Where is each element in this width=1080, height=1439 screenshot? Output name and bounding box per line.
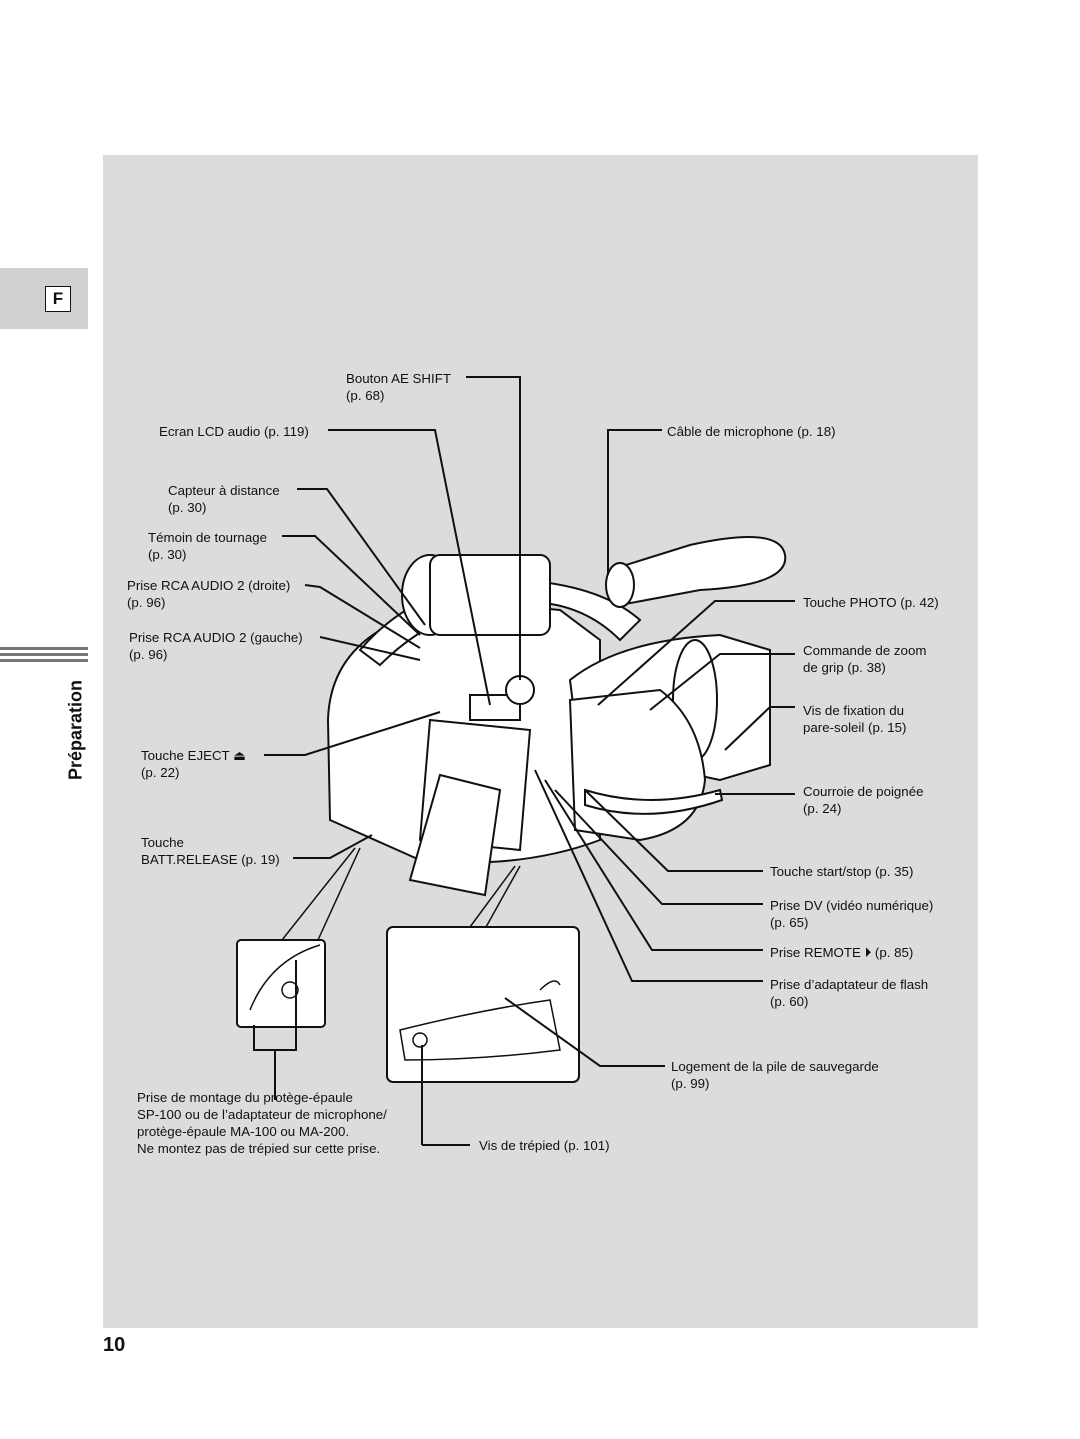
callout-rca-droite: Prise RCA AUDIO 2 (droite)(p. 96) (127, 578, 291, 610)
callout-start-stop: Touche start/stop (p. 35) (770, 864, 914, 879)
callout-ae-shift: Bouton AE SHIFT(p. 68) (346, 371, 451, 403)
callout-eject: Touche EJECT ⏏(p. 22) (141, 748, 246, 780)
callout-trepied: Vis de trépied (p. 101) (479, 1138, 610, 1153)
callout-temoin: Témoin de tournage(p. 30) (148, 530, 268, 562)
callout-capteur: Capteur à distance(p. 30) (168, 483, 280, 515)
language-tab-letter: F (45, 286, 71, 312)
section-bars (0, 647, 88, 665)
callout-courroie: Courroie de poignée(p. 24) (803, 784, 924, 816)
callout-lcd-audio: Ecran LCD audio (p. 119) (159, 424, 309, 439)
callout-mic-cable: Câble de microphone (p. 18) (667, 424, 836, 439)
callout-pile: Logement de la pile de sauvegarde(p. 99) (671, 1059, 879, 1091)
callout-rca-gauche: Prise RCA AUDIO 2 (gauche)(p. 96) (129, 630, 303, 662)
callout-flash: Prise d’adaptateur de flash(p. 60) (770, 977, 929, 1009)
callout-remote: Prise REMOTE ⏵ (p. 85) (770, 945, 914, 960)
page-number: 10 (103, 1334, 126, 1356)
callout-photo: Touche PHOTO (p. 42) (803, 595, 939, 610)
language-tab (0, 268, 88, 329)
callout-dv: Prise DV (vidéo numérique)(p. 65) (770, 898, 934, 930)
